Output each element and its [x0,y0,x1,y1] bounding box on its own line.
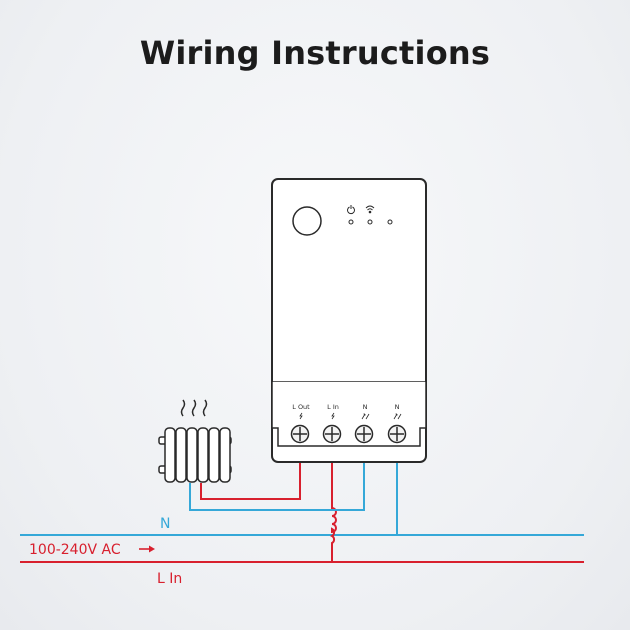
neutral-line-label: N [160,516,170,532]
lout-wire [200,448,301,500]
terminal-screw-lout[interactable] [290,424,310,444]
terminal-label-lin: L In [327,403,339,411]
power-icon [347,205,355,215]
terminal-screw-lin[interactable] [322,424,342,444]
pairing-button[interactable] [292,206,322,236]
terminal-icons [299,412,402,420]
terminal-screw-n1[interactable] [354,424,374,444]
terminal-label-lout: L Out [292,403,310,411]
terminal-screw-n2[interactable] [387,424,407,444]
terminal-label-n1: N [363,403,368,411]
bolt-icon [331,412,335,420]
arrow-right-icon [139,545,155,553]
live-line-label: L In [157,571,182,587]
radiator-icon [158,399,232,483]
lin-wire [329,448,337,562]
wifi-icon [365,205,375,214]
terminal-screws [290,424,407,444]
neutral-icon [361,413,370,420]
neutral-load-wire [189,448,365,511]
terminal-labels: L Out L In N N [292,403,399,411]
wires [20,448,584,563]
status-led [387,219,393,225]
neutral-icon [393,413,402,420]
smart-switch-device [271,178,427,463]
wifi-led [367,219,373,225]
page-title: Wiring Instructions [139,34,491,72]
bolt-icon [299,412,303,420]
terminal-label-n2: N [395,403,400,411]
supply-voltage-label: 100-240V AC [29,542,121,558]
power-led [348,219,354,225]
terminal-block-notch [271,382,427,447]
